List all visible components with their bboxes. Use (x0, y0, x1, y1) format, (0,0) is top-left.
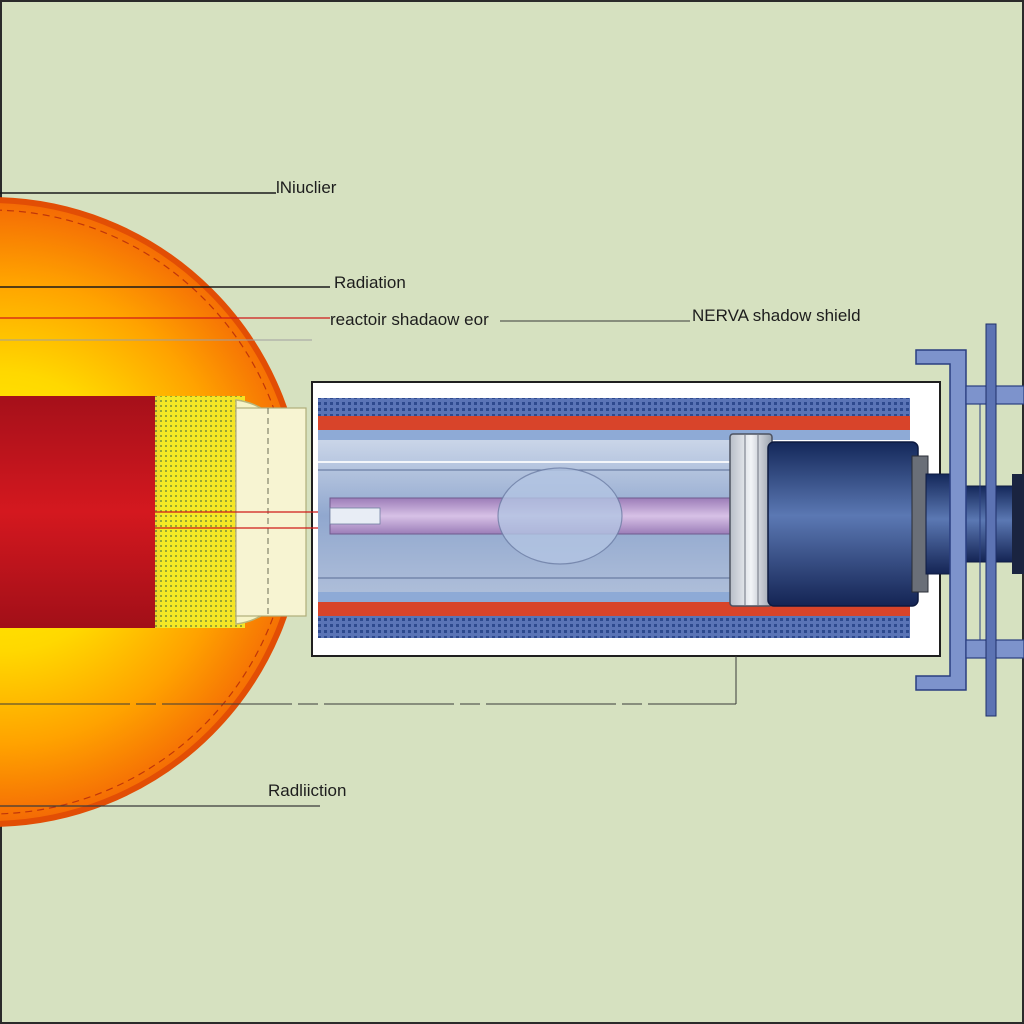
label-radiation-top: Radiation (334, 273, 406, 292)
bracket-flange (915, 323, 1024, 717)
collar-ring (729, 433, 773, 607)
leader-lines (0, 192, 737, 807)
label-radiation-bottom: Radliiction (268, 781, 346, 800)
label-reactor-shadow: reactoir shadaow eor (330, 310, 489, 329)
label-nuclear: lNiuclier (276, 178, 337, 197)
label-nerva-shield: NERVA shadow shield (692, 306, 861, 325)
